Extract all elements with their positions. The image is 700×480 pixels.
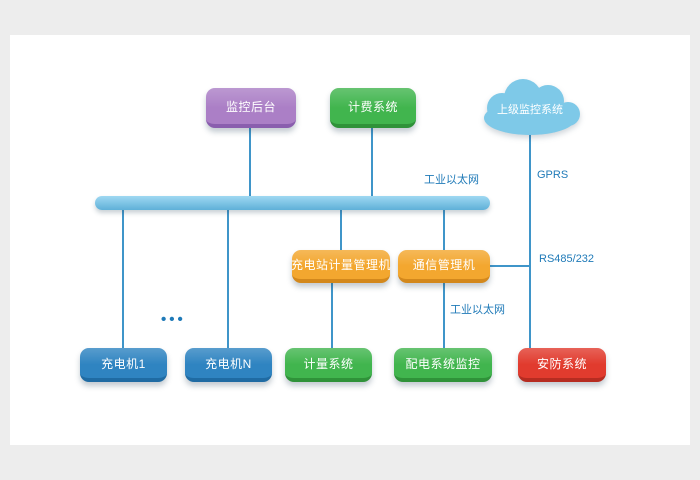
- node-charger-n: 充电机N: [185, 348, 272, 382]
- node-charger-n-label: 充电机N: [205, 356, 252, 371]
- node-distribution-monitor: 配电系统监控: [394, 348, 492, 382]
- node-upper-monitor-label: 上级监控系统: [497, 104, 563, 116]
- node-charger-1-label: 充电机1: [101, 356, 146, 371]
- node-metering-system-label: 计量系统: [303, 356, 354, 371]
- node-comm-manager-label: 通信管理机: [412, 258, 476, 272]
- connector-metering-manager-to-metering-system: [331, 283, 333, 348]
- label-industrial-ethernet-bus: 工业以太网: [424, 174, 479, 186]
- connector-comm-manager-rs485: [490, 265, 531, 267]
- node-monitor-backend: 监控后台: [206, 88, 296, 128]
- label-industrial-ethernet-link: 工业以太网: [450, 304, 505, 316]
- node-security-system: 安防系统: [518, 348, 606, 382]
- label-rs485-232: RS485/232: [539, 253, 595, 265]
- industrial-ethernet-bus-bar: [95, 196, 490, 210]
- label-gprs: GPRS: [537, 169, 569, 181]
- node-metering-manager: 充电站计量管理机: [291, 250, 392, 283]
- connector-monitor-to-bus: [249, 128, 251, 196]
- connector-bus-to-charger1: [122, 210, 124, 348]
- node-monitor-backend-label: 监控后台: [225, 99, 276, 114]
- node-billing-system-label: 计费系统: [347, 99, 398, 114]
- connector-bus-to-metering-manager: [340, 210, 342, 250]
- node-upper-monitor-cloud: 上级监控系统: [478, 74, 582, 138]
- node-comm-manager: 通信管理机: [398, 250, 490, 283]
- connector-cloud-gprs: [529, 134, 531, 266]
- connector-comm-manager-to-distribution: [443, 283, 445, 348]
- node-metering-manager-label: 充电站计量管理机: [291, 258, 392, 272]
- node-metering-system: 计量系统: [285, 348, 372, 382]
- connector-bus-to-comm-manager: [443, 210, 445, 250]
- node-charger-1: 充电机1: [80, 348, 167, 382]
- ellipsis-between-chargers: •••: [161, 311, 186, 328]
- connector-rs485-to-security: [529, 266, 531, 348]
- node-security-system-label: 安防系统: [536, 356, 587, 371]
- connector-billing-to-bus: [371, 128, 373, 196]
- cloud-icon: [484, 79, 580, 135]
- node-distribution-monitor-label: 配电系统监控: [405, 356, 481, 371]
- connector-bus-to-chargern: [227, 210, 229, 348]
- node-billing-system: 计费系统: [330, 88, 416, 128]
